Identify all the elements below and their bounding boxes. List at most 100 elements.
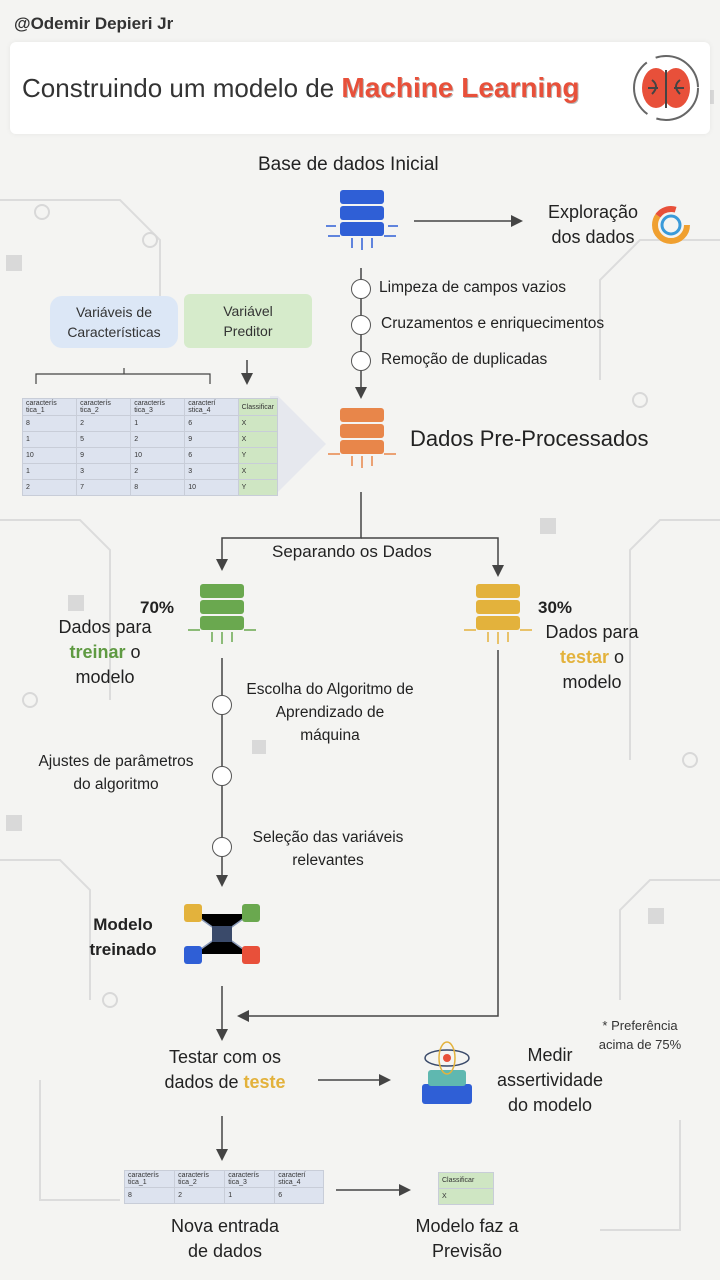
variaveis-caracteristicas-pill: Variáveis de Características bbox=[50, 296, 178, 348]
testar-word: teste bbox=[243, 1072, 286, 1092]
medir-line-3: do modelo bbox=[507, 1095, 593, 1115]
brace bbox=[35, 368, 211, 384]
ajustes-line-2: do algoritmo bbox=[73, 776, 159, 793]
teste-pct: 30% bbox=[538, 598, 573, 617]
title-highlight: Machine Learning bbox=[341, 72, 580, 103]
var-caract-line-2: Características bbox=[67, 324, 161, 340]
table-cell: 6 bbox=[184, 447, 239, 464]
selecao-line-1: Seleção das variáveis bbox=[252, 829, 404, 846]
teste-line-3: modelo bbox=[562, 672, 622, 692]
selecao-line-2: relevantes bbox=[292, 852, 364, 869]
table-cell: 10 bbox=[21, 447, 78, 464]
exploracao-line-1: Exploração bbox=[547, 202, 639, 222]
table-cell: X bbox=[237, 431, 279, 448]
algo-line-3: máquina bbox=[300, 727, 360, 744]
treino-line-1: Dados para bbox=[58, 617, 152, 637]
treino-label: Dados para treinar o modelo bbox=[46, 615, 164, 690]
testar-line-1: Testar com os bbox=[168, 1047, 282, 1067]
table-cell: 1 bbox=[21, 463, 78, 480]
treino-line-3: modelo bbox=[75, 667, 135, 687]
teste-line-2: o bbox=[609, 647, 625, 667]
testar-label: Testar com os dados de teste bbox=[150, 1045, 300, 1095]
table-header-cell: Classificar bbox=[237, 398, 279, 416]
table-cell: Y bbox=[237, 447, 279, 464]
table-header-row: Classificar bbox=[438, 1172, 494, 1189]
table-cell: 8 bbox=[123, 1187, 176, 1204]
table-arrow-shape bbox=[270, 396, 326, 492]
table-header-cell: caracterís tica_3 bbox=[130, 398, 186, 416]
database-green-icon bbox=[188, 584, 256, 644]
var-pred-line-1: Variável bbox=[223, 303, 273, 319]
table-row: 8 2 1 6 bbox=[123, 1187, 324, 1204]
selecao-label: Seleção das variáveis relevantes bbox=[238, 826, 418, 872]
table-cell: 7 bbox=[76, 479, 132, 496]
medir-line-1: Medir bbox=[527, 1045, 573, 1065]
table-header-cell: caracterís tica_3 bbox=[224, 1170, 276, 1188]
prev-line-2: Previsão bbox=[431, 1241, 503, 1261]
table-row: 1 5 2 9 X bbox=[21, 431, 279, 448]
table-cell: 8 bbox=[21, 415, 78, 432]
algo-line-1: Escolha do Algoritmo de bbox=[246, 681, 414, 698]
page-title: Construindo um modelo de Machine Learnin… bbox=[22, 72, 579, 104]
table-cell: 1 bbox=[130, 415, 186, 432]
nova-entrada-label: Nova entrada de dados bbox=[150, 1214, 300, 1264]
prediction-table: Classificar X bbox=[438, 1172, 494, 1205]
table-header-row: caracterís tica_1 caracterís tica_2 cara… bbox=[123, 1170, 324, 1188]
treino-pct: 70% bbox=[140, 598, 175, 617]
prev-line-1: Modelo faz a bbox=[415, 1216, 519, 1236]
step-node bbox=[351, 279, 371, 299]
table-header-cell: caracterís tica_1 bbox=[123, 1170, 176, 1188]
table-header-cell: caracterí stica_4 bbox=[184, 398, 239, 416]
features-table: caracterís tica_1 caracterís tica_2 cara… bbox=[21, 398, 279, 496]
table-cell: 10 bbox=[130, 447, 186, 464]
treino-line-2: o bbox=[125, 642, 141, 662]
table-header-cell: caracterís tica_2 bbox=[76, 398, 132, 416]
preferencia-note: * Preferência acima de 75% bbox=[588, 1016, 692, 1054]
table-cell: 9 bbox=[76, 447, 132, 464]
table-cell: 1 bbox=[21, 431, 78, 448]
table-row: 1 3 2 3 X bbox=[21, 463, 279, 480]
base-dados-label: Base de dados Inicial bbox=[258, 154, 439, 175]
ajustes-label: Ajustes de parâmetros do algoritmo bbox=[26, 750, 206, 796]
table-row: 8 2 1 6 X bbox=[21, 415, 279, 432]
modelo-line-2: treinado bbox=[89, 940, 157, 959]
table-cell: 8 bbox=[130, 479, 186, 496]
table-cell: 9 bbox=[184, 431, 239, 448]
table-header-cell: caracterís tica_1 bbox=[21, 398, 78, 416]
teste-label: Dados para testar o modelo bbox=[540, 620, 644, 695]
modelo-treinado-label: Modelo treinado bbox=[82, 912, 164, 962]
medir-line-2: assertividade bbox=[496, 1070, 604, 1090]
table-cell: 2 bbox=[130, 431, 186, 448]
table-cell: 6 bbox=[184, 415, 239, 432]
author-handle: @Odemir Depieri Jr bbox=[14, 14, 174, 33]
step-node bbox=[351, 315, 371, 335]
table-cell: 3 bbox=[184, 463, 239, 480]
step-limpeza: Limpeza de campos vazios bbox=[379, 279, 566, 296]
pref-line-2: acima de 75% bbox=[598, 1037, 682, 1052]
algoritmo-label: Escolha do Algoritmo de Aprendizado de m… bbox=[232, 678, 428, 747]
step-node bbox=[212, 837, 232, 857]
step-node bbox=[351, 351, 371, 371]
table-cell: X bbox=[237, 463, 279, 480]
database-orange-icon bbox=[328, 408, 396, 468]
var-caract-line-1: Variáveis de bbox=[75, 304, 152, 320]
treino-word: treinar bbox=[69, 642, 126, 662]
testar-line-2: dados de bbox=[164, 1072, 244, 1092]
network-model-icon bbox=[184, 904, 260, 964]
separando-label: Separando os Dados bbox=[272, 542, 432, 561]
table-cell: 2 bbox=[174, 1187, 226, 1204]
table-cell: 3 bbox=[76, 463, 132, 480]
var-pred-line-2: Preditor bbox=[223, 323, 273, 339]
table-header-cell: Classificar bbox=[438, 1172, 494, 1189]
measure-atom-icon bbox=[422, 1041, 472, 1104]
table-header-row: caracterís tica_1 caracterís tica_2 cara… bbox=[21, 398, 279, 416]
step-remocao: Remoção de duplicadas bbox=[381, 351, 548, 368]
teste-word: testar bbox=[559, 647, 609, 667]
table-row: 2 7 8 10 Y bbox=[21, 479, 279, 496]
table-cell: 6 bbox=[274, 1187, 324, 1204]
table-header-cell: caracterí stica_4 bbox=[274, 1170, 324, 1188]
exploracao-label: Exploração dos dados bbox=[538, 200, 648, 250]
title-card bbox=[10, 42, 710, 134]
